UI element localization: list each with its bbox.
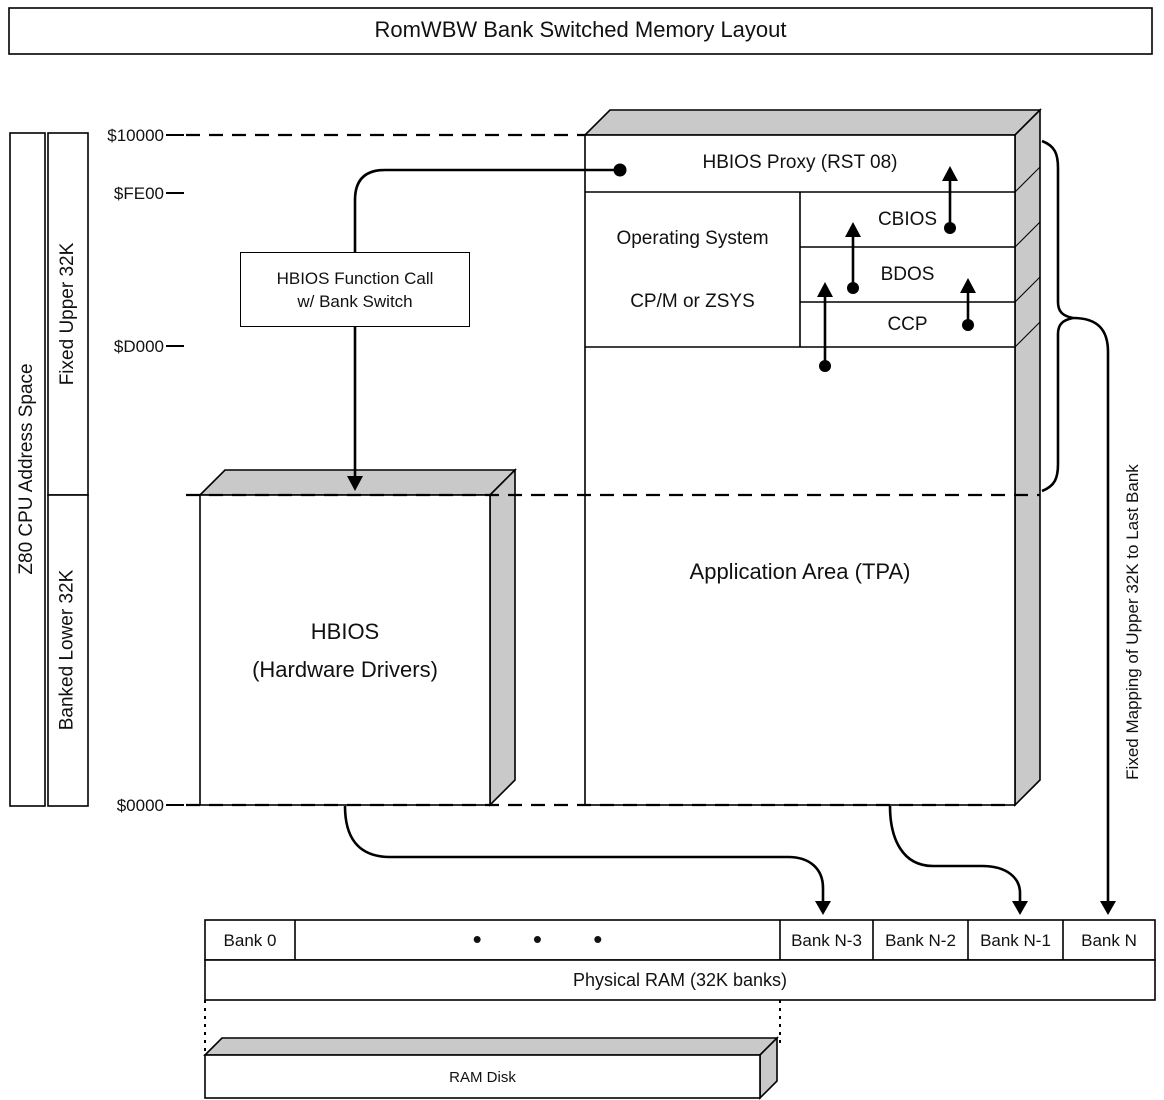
bdos-label: BDOS	[880, 264, 935, 285]
slab-edge	[1014, 276, 1041, 303]
upper-32k-brace	[1041, 139, 1074, 493]
bank-n-label: Bank N	[1081, 931, 1137, 950]
ramdisk-front-face	[204, 1054, 761, 1099]
address-fe00: $FE00	[113, 184, 164, 203]
ram-disk-label: RAM Disk	[449, 1069, 516, 1086]
title-box	[8, 7, 1153, 55]
address-d000: $D000	[113, 337, 164, 356]
bdos-to-cbios-arrowhead	[845, 222, 861, 237]
slab-edge	[1014, 321, 1041, 348]
bdos-arrow-dot	[847, 282, 859, 294]
ccp-arrow-dot	[962, 319, 974, 331]
ramdisk-top-face	[203, 1037, 779, 1056]
fixed-mapping-line	[1072, 316, 1110, 901]
main-box-top-face	[583, 109, 1042, 136]
proxy-call-arrowhead	[347, 476, 363, 491]
hbios-function-call-line1: HBIOS Function Call	[276, 268, 434, 288]
bank-ellipsis-dots: • • •	[472, 924, 625, 954]
physical-ram-bar	[204, 959, 1156, 1001]
application-area-label: Application Area (TPA)	[689, 559, 911, 584]
ccp-label: CCP	[887, 314, 928, 335]
proxy-call-arrow	[353, 168, 620, 476]
banked-lower-32k-bar	[47, 494, 89, 807]
physical-ram-label: Physical RAM (32K banks)	[572, 970, 788, 990]
z80-address-space-label: Z80 CPU Address Space	[16, 363, 37, 575]
banked-lower-32k-label: Banked Lower 32K	[56, 569, 78, 731]
fixed-mapping-arrowhead	[1100, 901, 1116, 915]
slab-edge	[1014, 221, 1041, 248]
hbios-box-front-face	[199, 494, 491, 806]
bank-n2-label: Bank N-2	[885, 931, 956, 950]
tpa-to-bdos-arrowhead	[817, 282, 833, 297]
hbios-proxy-label: HBIOS Proxy (RST 08)	[702, 152, 898, 173]
cbios-arrow-dot	[944, 222, 956, 234]
cbios-to-proxy-arrowhead	[942, 166, 958, 181]
hbios-function-call-box: HBIOS Function Call w/ Bank Switch	[240, 252, 470, 327]
hbios-label-line1: HBIOS	[310, 619, 380, 644]
cbios-label: CBIOS	[877, 209, 938, 230]
cpm-zsys-label: CP/M or ZSYS	[630, 291, 755, 312]
ccp-to-bdos-arrowhead	[960, 278, 976, 293]
tpa-arrow-dot	[819, 360, 831, 372]
hbios-box-right-face	[489, 468, 516, 807]
z80-address-space-bar	[9, 132, 46, 807]
proxy-call-origin-dot	[613, 163, 627, 177]
tpa-to-bank-connector	[888, 805, 1022, 901]
fixed-mapping-label: Fixed Mapping of Upper 32K to Last Bank	[1123, 464, 1142, 780]
bank-row	[204, 919, 1156, 961]
bank-n3-label: Bank N-3	[791, 931, 862, 950]
slab-edge	[1014, 166, 1041, 193]
tpa-to-bank-arrowhead	[1012, 901, 1028, 915]
bank-n1-label: Bank N-1	[980, 931, 1051, 950]
bank-0-label: Bank 0	[223, 931, 277, 950]
page-title: RomWBW Bank Switched Memory Layout	[374, 17, 787, 42]
hbios-label-line2: (Hardware Drivers)	[252, 657, 438, 682]
address-0000: $0000	[116, 796, 164, 815]
hbios-to-bank-arrowhead	[815, 901, 831, 915]
operating-system-label: Operating System	[616, 228, 769, 249]
hbios-to-bank-connector	[343, 805, 825, 901]
main-box-right-face	[1014, 108, 1041, 807]
address-10000: $10000	[107, 126, 164, 145]
hbios-function-call-line2: w/ Bank Switch	[297, 291, 413, 311]
